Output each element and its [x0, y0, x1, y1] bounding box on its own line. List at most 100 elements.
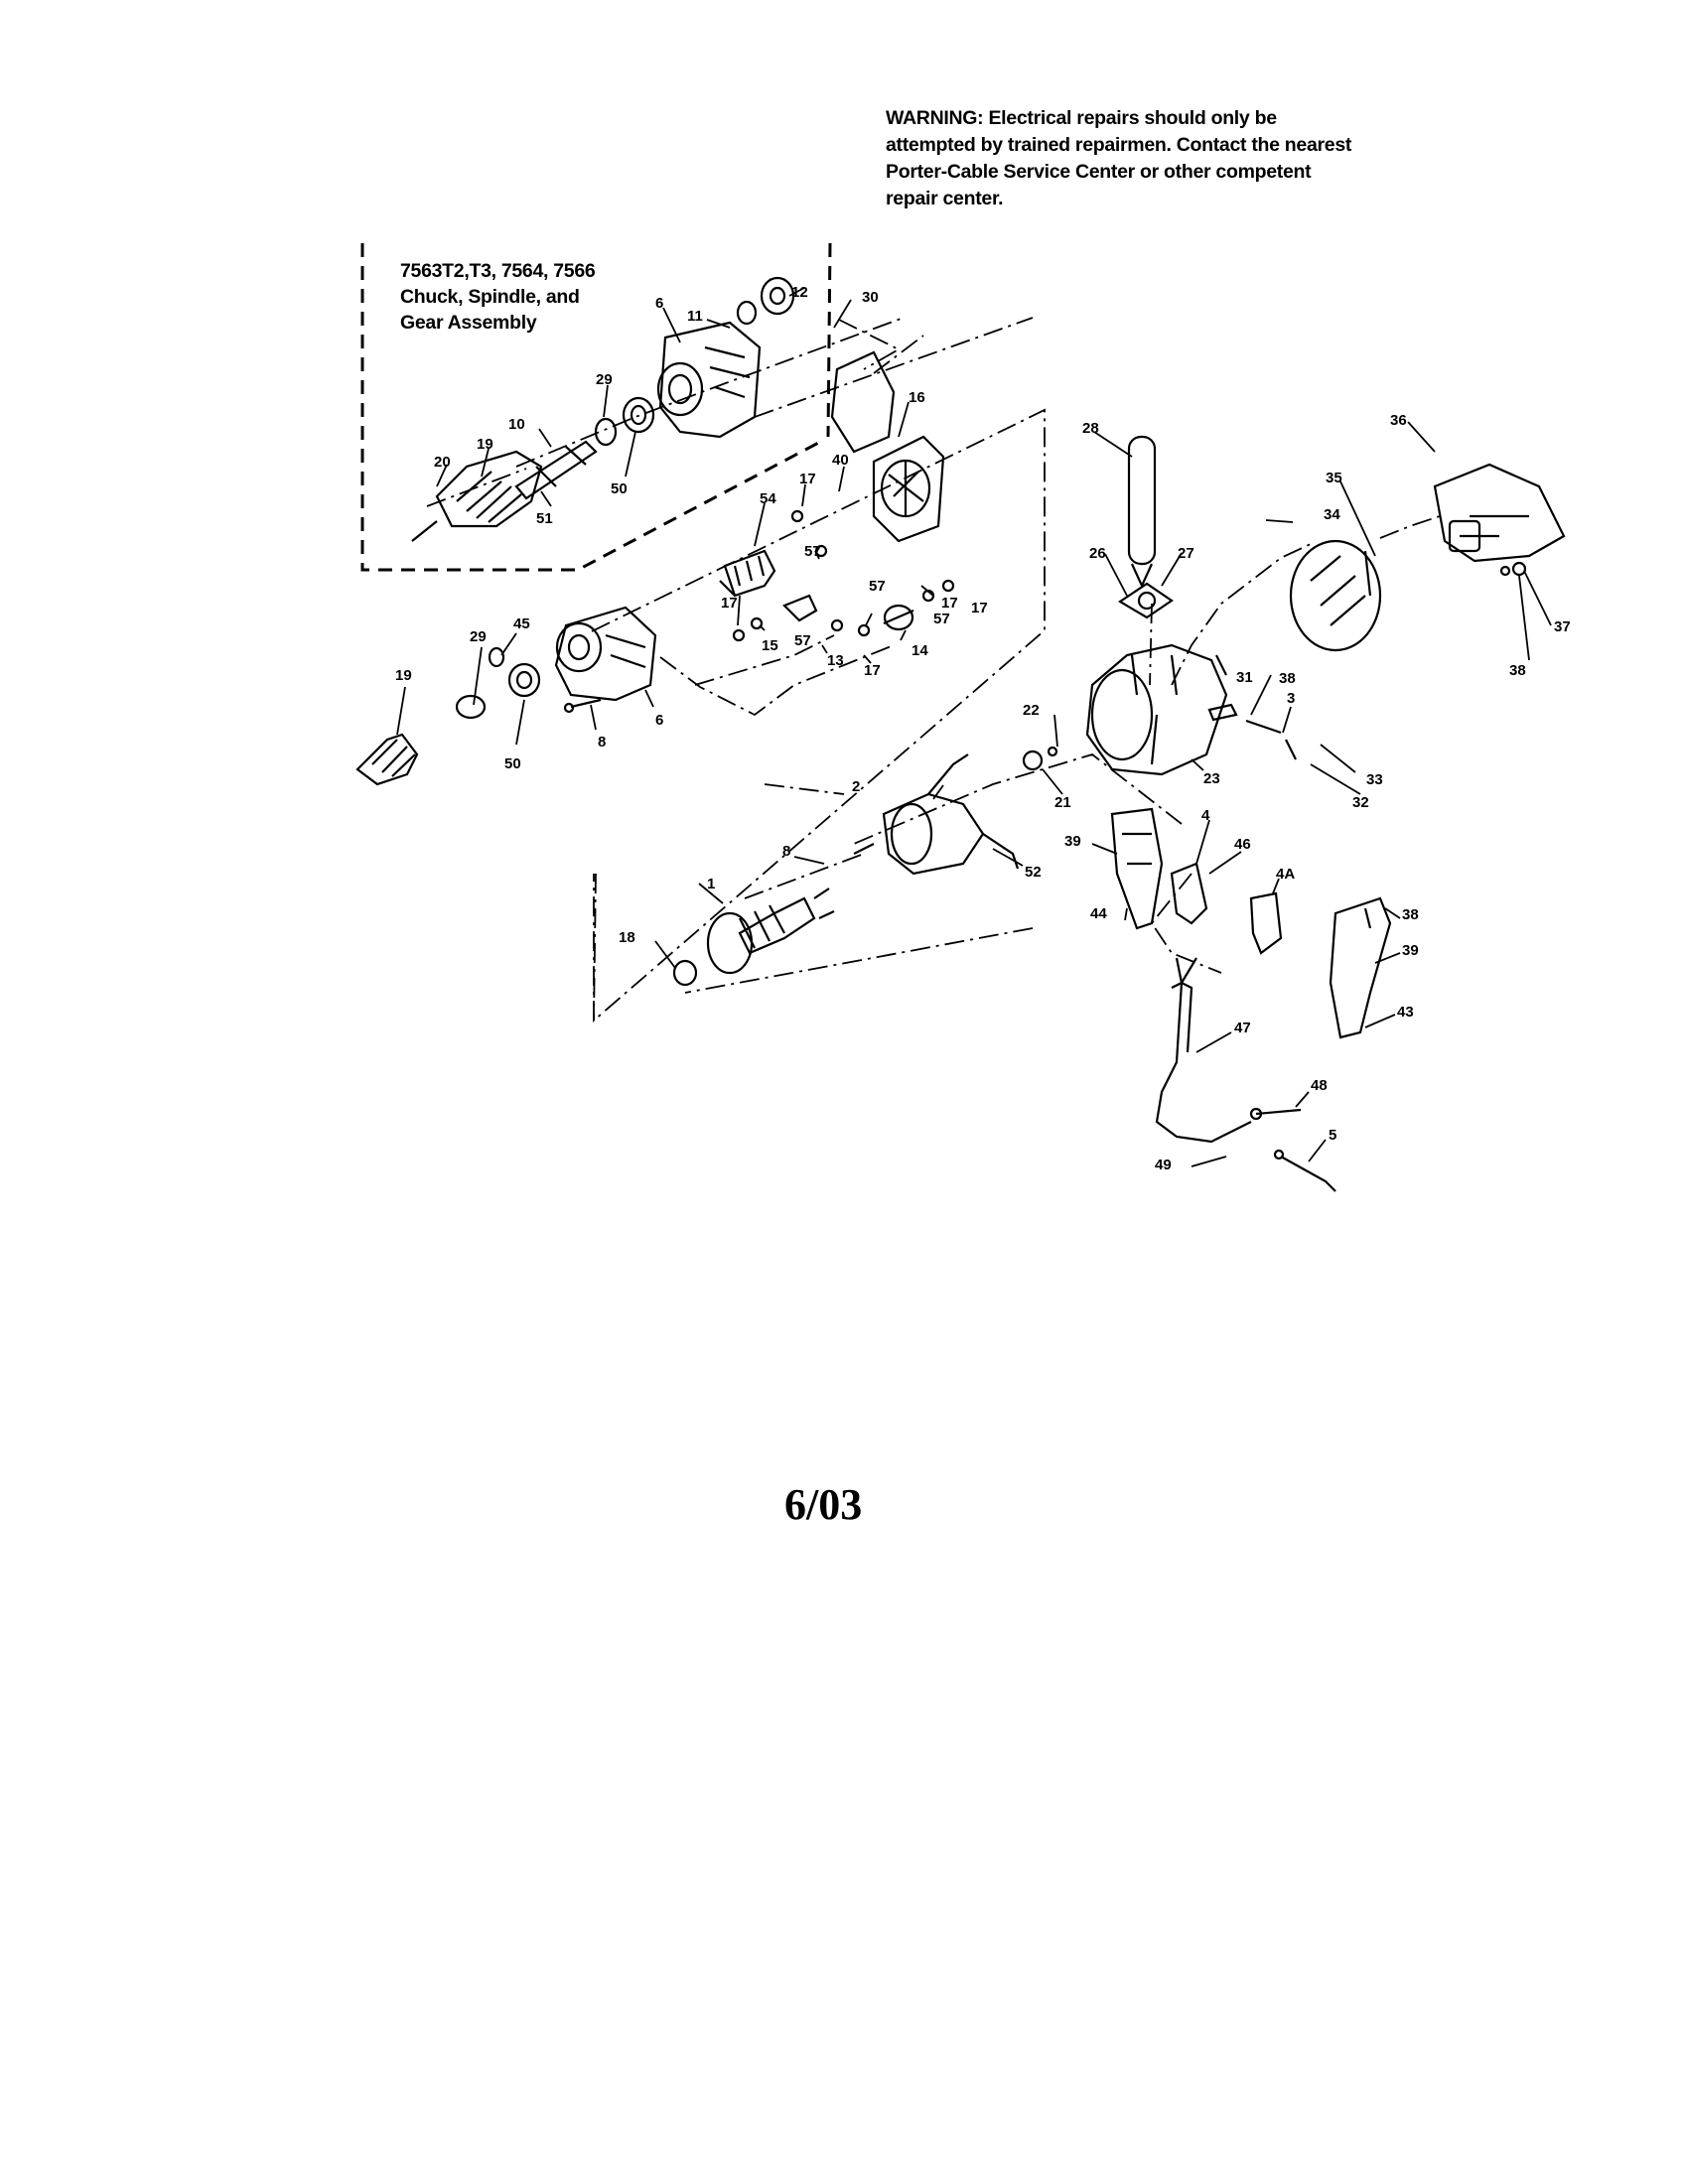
part-motor-housing — [1085, 643, 1228, 776]
callout-label: 13 — [827, 652, 844, 669]
part-handle-28 — [1127, 435, 1157, 589]
callout-label: 6 — [655, 295, 663, 312]
callout-label: 16 — [909, 389, 925, 406]
part-rings-upper — [594, 396, 655, 447]
part-nut-21 — [1022, 746, 1058, 771]
part-gear-case-upper — [656, 321, 762, 439]
part-rings-lower — [455, 646, 541, 720]
part-gear-13 — [782, 594, 818, 622]
callout-label: 44 — [1090, 905, 1107, 922]
callout-label: 32 — [1352, 794, 1369, 811]
part-screws-37-38 — [1499, 561, 1527, 577]
callout-label: 11 — [687, 308, 703, 325]
callout-label: 17 — [971, 600, 988, 616]
callout-label: 22 — [1023, 702, 1040, 719]
callout-label: 17 — [799, 471, 816, 487]
callout-label: 52 — [1025, 864, 1042, 881]
part-field-stator — [853, 753, 1020, 876]
callout-label: 46 — [1234, 836, 1251, 853]
part-fan-34 — [1289, 539, 1382, 652]
callout-label: 48 — [1311, 1077, 1328, 1094]
callout-label: 29 — [470, 628, 487, 645]
part-bearing-18 — [672, 959, 698, 987]
part-screw-5 — [1273, 1149, 1336, 1192]
part-bearings-top — [736, 276, 795, 326]
callout-label: 43 — [1397, 1004, 1414, 1021]
part-gear-14 — [883, 604, 914, 631]
callout-label: 31 — [1236, 669, 1253, 686]
callout-label: 33 — [1366, 771, 1383, 788]
callout-label: 4 — [1201, 807, 1210, 824]
callout-label: 19 — [477, 436, 493, 453]
callout-label: 19 — [395, 667, 412, 684]
part-screw-8 — [563, 698, 602, 714]
callout-label: 57 — [933, 611, 950, 627]
callout-label: 36 — [1390, 412, 1407, 429]
callout-label: 57 — [794, 632, 811, 649]
callout-label: 17 — [864, 662, 881, 679]
assembly-title-line: 7563T2,T3, 7564, 7566 — [400, 260, 596, 282]
callout-label: 6 — [655, 712, 663, 729]
callout-label: 38 — [1279, 670, 1296, 687]
callout-label: 57 — [869, 578, 886, 595]
assembly-title-line: Gear Assembly — [400, 312, 537, 334]
part-chuck-lower — [355, 733, 419, 786]
callout-label: 20 — [434, 454, 451, 471]
part-switch-39 — [1110, 807, 1164, 930]
callout-label: 34 — [1324, 506, 1340, 523]
callout-label: 39 — [1064, 833, 1081, 850]
callout-label: 37 — [1554, 618, 1571, 635]
warning-line: WARNING: Electrical repairs should only … — [886, 107, 1277, 129]
callout-label: 57 — [804, 543, 821, 560]
part-brush-holders — [1207, 703, 1297, 760]
revision-date: 6/03 — [784, 1480, 863, 1529]
callout-label: 17 — [941, 595, 958, 612]
callout-label: 23 — [1203, 770, 1220, 787]
callout-label: 8 — [598, 734, 606, 751]
callout-label: 51 — [536, 510, 553, 527]
part-gear-case-lower — [554, 606, 657, 702]
warning-line: attempted by trained repairmen. Contact … — [886, 134, 1352, 156]
leader-lines — [396, 287, 1552, 1167]
callout-label: 54 — [760, 490, 776, 507]
assembly-title-line: Chuck, Spindle, and — [400, 286, 580, 308]
part-gasket — [830, 350, 896, 454]
warning-line: Porter-Cable Service Center or other com… — [886, 161, 1312, 183]
callout-label: 39 — [1402, 942, 1419, 959]
part-small-balls — [732, 509, 955, 642]
callout-label: 8 — [782, 843, 790, 860]
part-spindle — [514, 440, 598, 500]
centerlines — [426, 317, 1441, 1023]
callout-label: 49 — [1155, 1157, 1172, 1173]
warning-text: WARNING: Electrical repairs should only … — [886, 105, 1442, 212]
callout-label: 21 — [1054, 794, 1071, 811]
callout-label: 35 — [1326, 470, 1342, 486]
part-armature — [706, 887, 835, 975]
callout-label: 15 — [762, 637, 778, 654]
callout-label: 40 — [832, 452, 849, 469]
callout-label: 50 — [611, 480, 628, 497]
callout-label: 50 — [504, 755, 521, 772]
assembly-box — [360, 242, 832, 572]
callout-label: 5 — [1329, 1127, 1336, 1144]
assembly-box-title: 7563T2,T3, 7564, 7566 Chuck, Spindle, an… — [400, 258, 596, 336]
warning-line: repair center. — [886, 188, 1004, 209]
callout-label: 14 — [912, 642, 928, 659]
callout-label: 38 — [1402, 906, 1419, 923]
callout-label: 18 — [619, 929, 635, 946]
part-handle-cover-38 — [1329, 896, 1392, 1039]
part-gear-54 — [719, 549, 776, 598]
callout-label: 30 — [862, 289, 879, 306]
part-cord-47 — [1155, 957, 1252, 1144]
callout-label: 4A — [1276, 866, 1295, 883]
callout-label: 38 — [1509, 662, 1526, 679]
callout-label: 1 — [707, 876, 715, 892]
callouts: 6 11 12 30 29 10 19 20 51 50 16 40 54 17… — [395, 284, 1571, 1173]
callout-label: 12 — [791, 284, 808, 301]
callout-label: 27 — [1178, 545, 1194, 562]
part-trigger-4 — [1170, 862, 1208, 925]
part-plate-26 — [1117, 582, 1174, 619]
part-fan-baffle — [872, 435, 945, 543]
callout-label: 26 — [1089, 545, 1106, 562]
